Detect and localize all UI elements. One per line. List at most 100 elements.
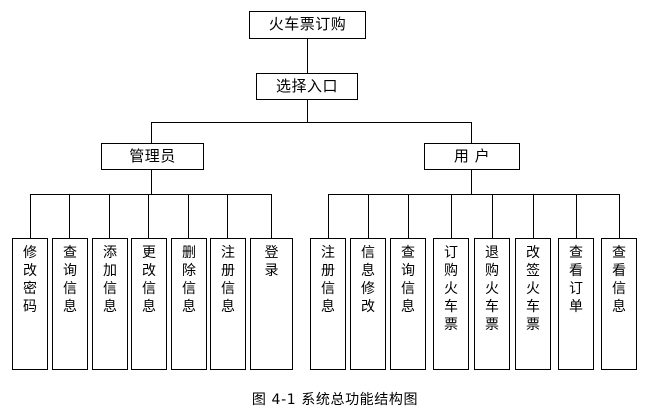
- connector-user-leaf-7: [576, 194, 577, 238]
- connector-user-leaf-8: [619, 194, 620, 238]
- leaf-admin-change-password[interactable]: 修改密码: [12, 238, 48, 370]
- connector-admin-leaf-1: [30, 194, 31, 238]
- leaf-user-refund-ticket[interactable]: 退购火车票: [474, 238, 510, 370]
- leaf-label-char: 信: [401, 280, 415, 297]
- leaf-label-char: 密: [23, 280, 37, 297]
- node-select-entry[interactable]: 选择入口: [256, 73, 358, 100]
- leaf-admin-modify-info[interactable]: 更改信息: [131, 238, 167, 370]
- node-user[interactable]: 用 户: [424, 143, 520, 170]
- node-root[interactable]: 火车票订购: [249, 11, 366, 39]
- leaf-label-char: 查: [63, 245, 77, 261]
- leaf-label-char: 码: [23, 298, 37, 315]
- connector-admin-drop: [151, 170, 152, 194]
- connector-user-leaf-3: [408, 194, 409, 238]
- leaf-label-char: 修: [361, 280, 375, 297]
- connector-user-leaf-5: [492, 194, 493, 238]
- leaf-label-char: 订: [444, 245, 458, 261]
- leaf-label-char: 息: [321, 298, 335, 315]
- leaf-label-char: 看: [612, 262, 626, 279]
- leaf-label-char: 息: [142, 298, 156, 315]
- connector-admin-leaf-3: [109, 194, 110, 238]
- leaf-label-char: 更: [142, 245, 156, 261]
- connector-admin-leaf-7: [271, 194, 272, 238]
- leaf-label-char: 息: [63, 298, 77, 315]
- leaf-label-char: 票: [526, 316, 540, 333]
- node-administrator-label: 管理员: [129, 146, 176, 165]
- leaf-label-char: 息: [401, 298, 415, 315]
- leaf-admin-query-info[interactable]: 查询信息: [52, 238, 88, 370]
- leaf-label-char: 登: [264, 245, 279, 261]
- leaf-label-char: 添: [103, 245, 117, 261]
- connector-user-bus: [328, 194, 620, 195]
- leaf-label-char: 息: [103, 298, 117, 315]
- leaf-label-char: 信: [321, 280, 335, 297]
- node-user-label: 用 户: [453, 146, 491, 165]
- leaf-label-char: 订: [569, 280, 583, 297]
- leaf-admin-add-info[interactable]: 添加信息: [92, 238, 128, 370]
- leaf-admin-login[interactable]: 登录: [250, 238, 293, 370]
- connector-entry-bus: [151, 122, 472, 123]
- leaf-user-modify-info[interactable]: 信息修改: [350, 238, 386, 370]
- node-root-label: 火车票订购: [268, 15, 347, 34]
- leaf-label-char: 改: [23, 262, 37, 279]
- leaf-label-char: 询: [401, 262, 415, 279]
- node-administrator[interactable]: 管理员: [101, 143, 204, 170]
- connector-bus-to-admin: [151, 122, 152, 143]
- leaf-label-char: 车: [444, 298, 458, 315]
- leaf-label-char: 查: [569, 245, 583, 261]
- leaf-label-char: 单: [569, 298, 583, 315]
- leaf-label-char: 车: [526, 298, 540, 315]
- leaf-user-query-info[interactable]: 查询信息: [390, 238, 426, 370]
- leaf-label-char: 注: [321, 245, 335, 261]
- connector-admin-leaf-5: [188, 194, 189, 238]
- leaf-user-change-ticket[interactable]: 改签火车票: [515, 238, 551, 370]
- connector-user-leaf-1: [328, 194, 329, 238]
- leaf-label-char: 票: [485, 316, 499, 333]
- leaf-label-char: 看: [569, 262, 583, 279]
- leaf-label-char: 退: [485, 245, 499, 261]
- connector-user-leaf-2: [368, 194, 369, 238]
- leaf-label-char: 删: [182, 245, 196, 261]
- figure-caption: 图 4-1 系统总功能结构图: [251, 392, 419, 408]
- leaf-label-char: 信: [103, 280, 117, 297]
- leaf-label-char: 票: [444, 316, 458, 333]
- leaf-label-char: 信: [63, 280, 77, 297]
- leaf-label-char: 信: [221, 280, 235, 297]
- leaf-label-char: 册: [321, 262, 335, 279]
- leaf-label-char: 信: [361, 245, 375, 261]
- connector-user-leaf-6: [533, 194, 534, 238]
- leaf-admin-register-info[interactable]: 注册信息: [210, 238, 246, 370]
- leaf-label-char: 改: [361, 298, 375, 315]
- leaf-label-char: 除: [182, 262, 196, 279]
- leaf-label-char: 签: [526, 262, 540, 279]
- leaf-label-char: 火: [526, 280, 540, 297]
- leaf-label-char: 息: [612, 298, 626, 315]
- leaf-label-char: 信: [182, 280, 196, 297]
- connector-bus-to-user: [471, 122, 472, 143]
- connector-admin-leaf-6: [227, 194, 228, 238]
- leaf-admin-delete-info[interactable]: 删除信息: [171, 238, 207, 370]
- leaf-user-view-order[interactable]: 查看订单: [558, 238, 594, 370]
- leaf-label-char: 询: [63, 262, 77, 279]
- leaf-user-book-ticket[interactable]: 订购火车票: [433, 238, 469, 370]
- leaf-label-char: 购: [444, 262, 458, 279]
- leaf-label-char: 购: [485, 262, 499, 279]
- leaf-label-char: 注: [221, 245, 235, 261]
- leaf-label-char: 息: [182, 298, 196, 315]
- leaf-label-char: 改: [142, 262, 156, 279]
- connector-user-drop: [471, 170, 472, 194]
- leaf-label-char: 信: [612, 280, 626, 297]
- connector-root-to-entry: [307, 39, 308, 73]
- leaf-user-view-info[interactable]: 查看信息: [601, 238, 637, 370]
- node-select-entry-label: 选择入口: [275, 76, 338, 95]
- connector-user-leaf-4: [451, 194, 452, 238]
- leaf-label-char: 息: [221, 298, 235, 315]
- leaf-label-char: 车: [485, 298, 499, 315]
- leaf-label-char: 改: [526, 245, 540, 261]
- leaf-user-register-info[interactable]: 注册信息: [310, 238, 346, 370]
- leaf-label-char: 修: [23, 245, 37, 261]
- leaf-label-char: 册: [221, 262, 235, 279]
- leaf-label-char: 息: [361, 262, 375, 279]
- connector-admin-leaf-4: [148, 194, 149, 238]
